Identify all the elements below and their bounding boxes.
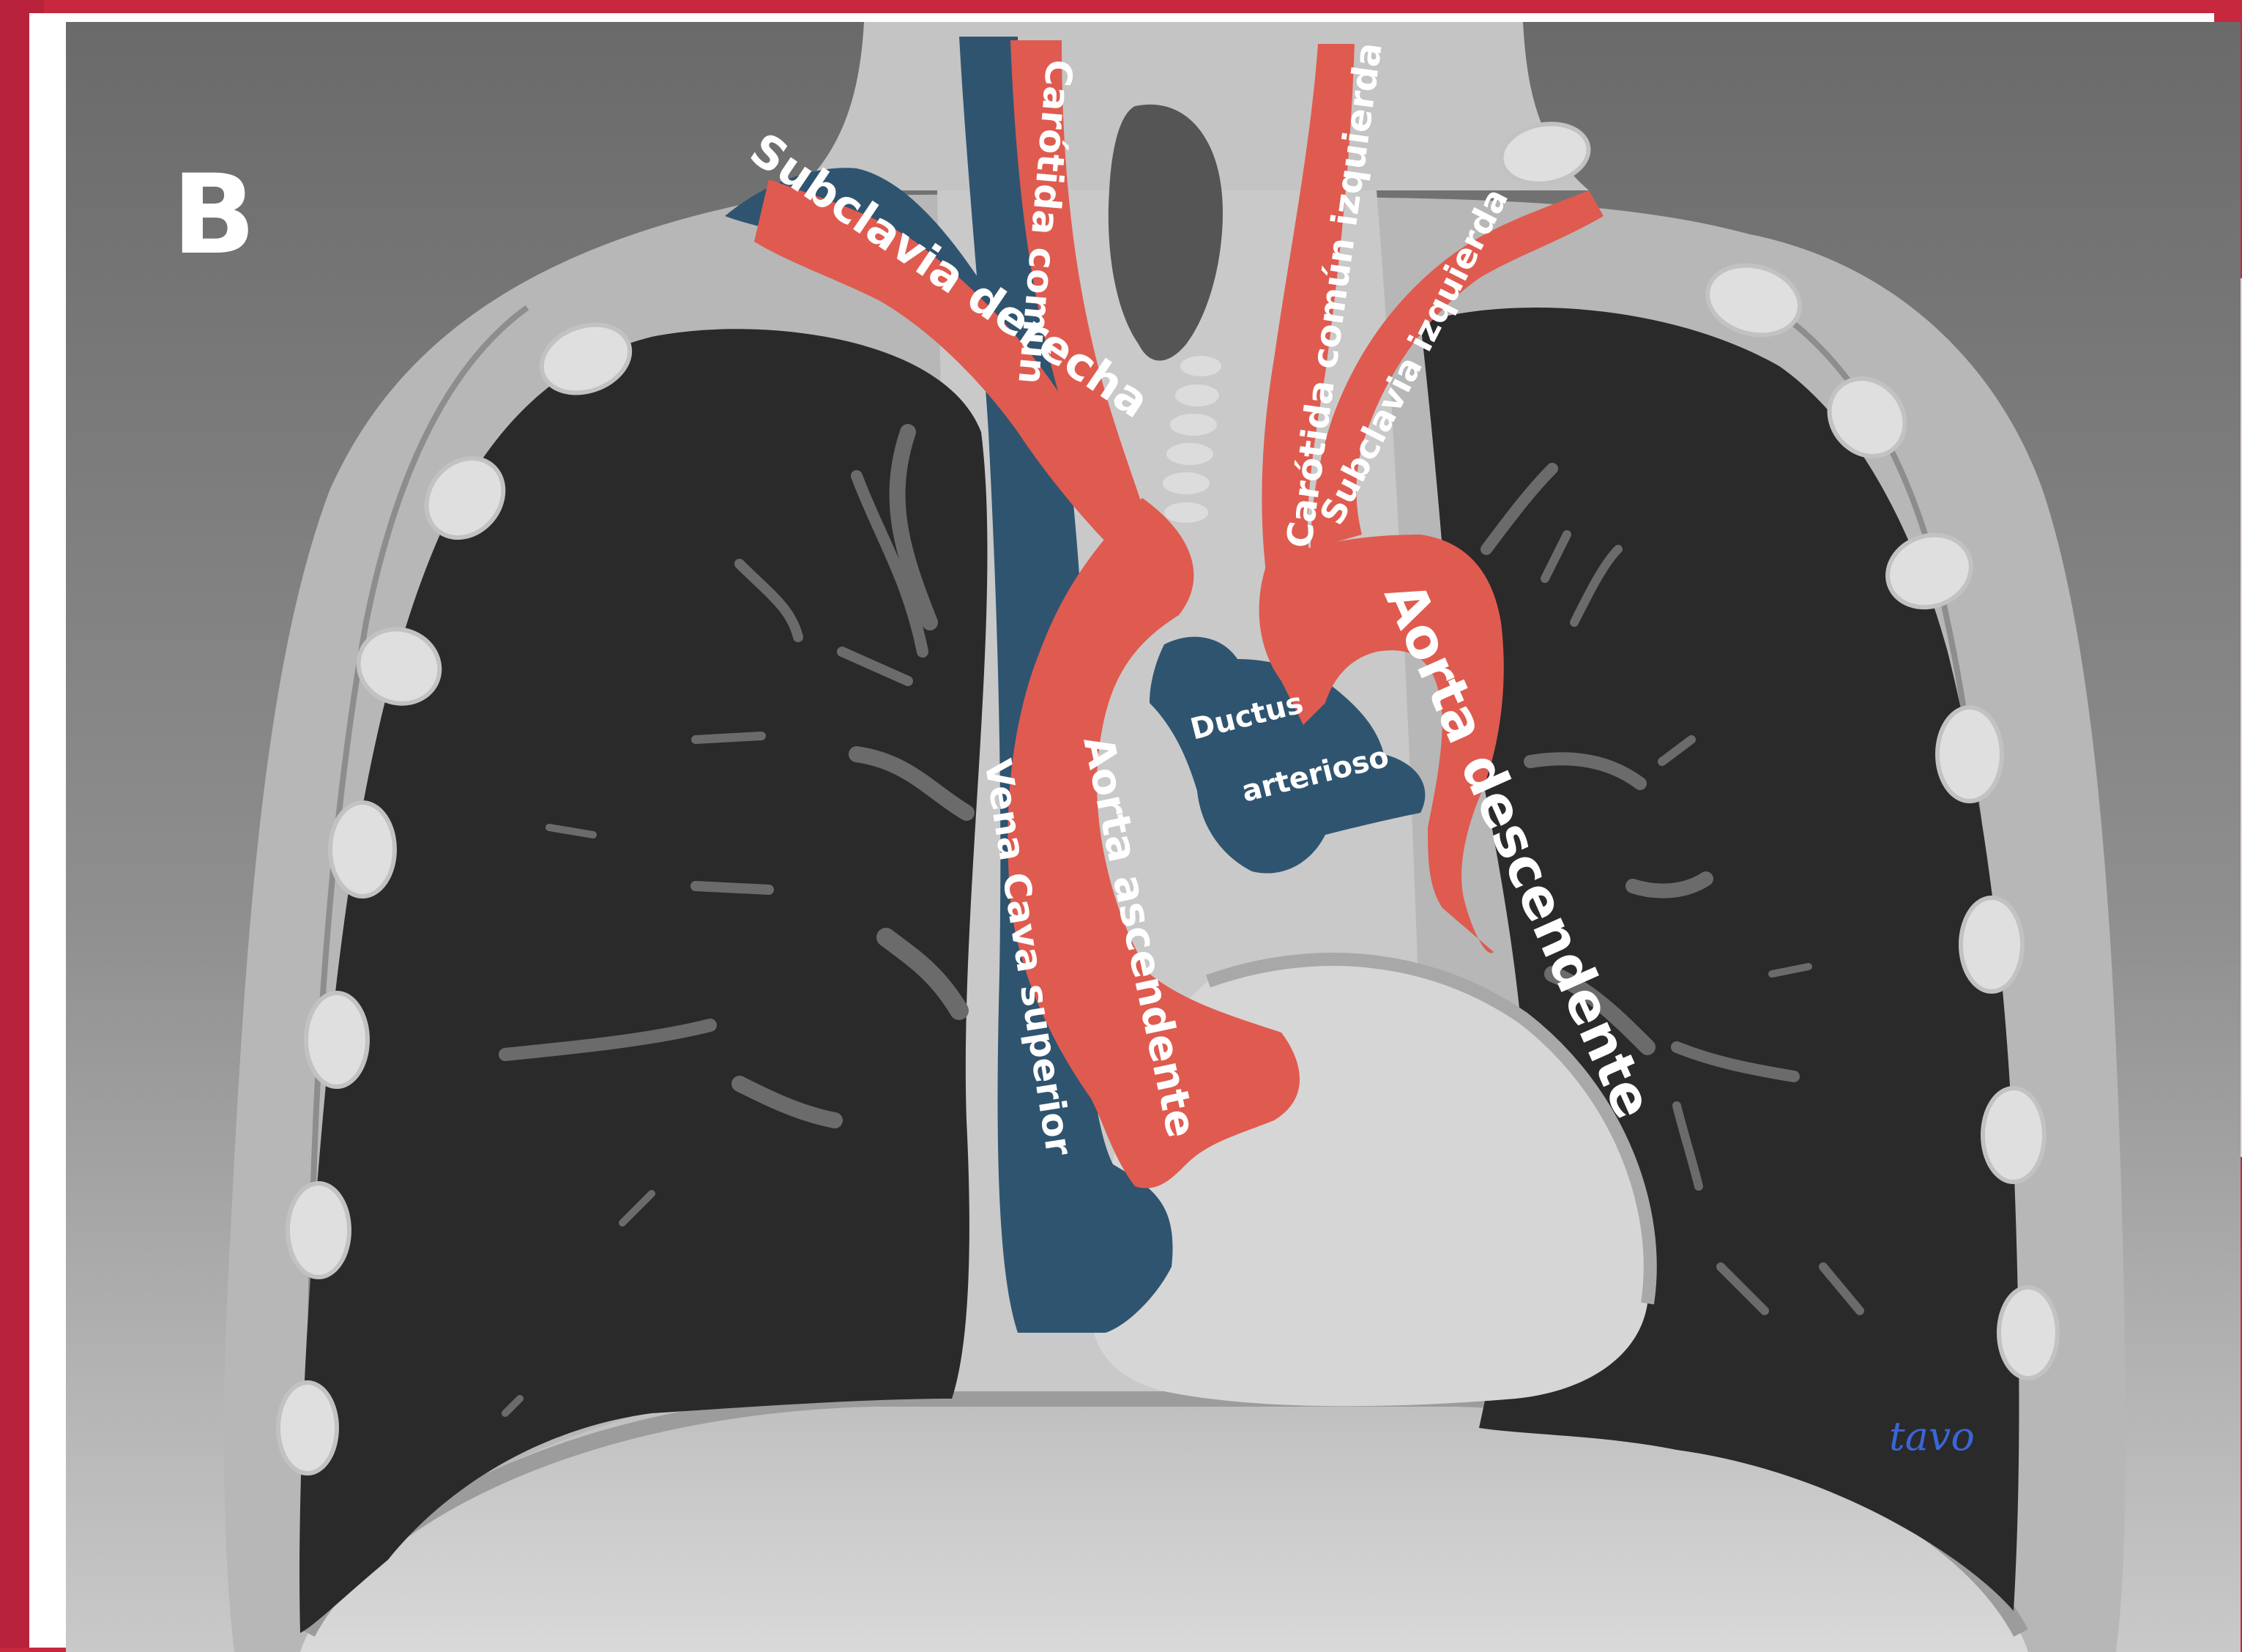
chest-vessels-diagram: B Subclavia derecha Carótida común Carót… [66, 22, 2241, 1652]
panel-label: B [172, 152, 256, 279]
figure-frame: B Subclavia derecha Carótida común Carót… [29, 13, 2214, 1648]
author-signature: tavo [1889, 1413, 1975, 1459]
